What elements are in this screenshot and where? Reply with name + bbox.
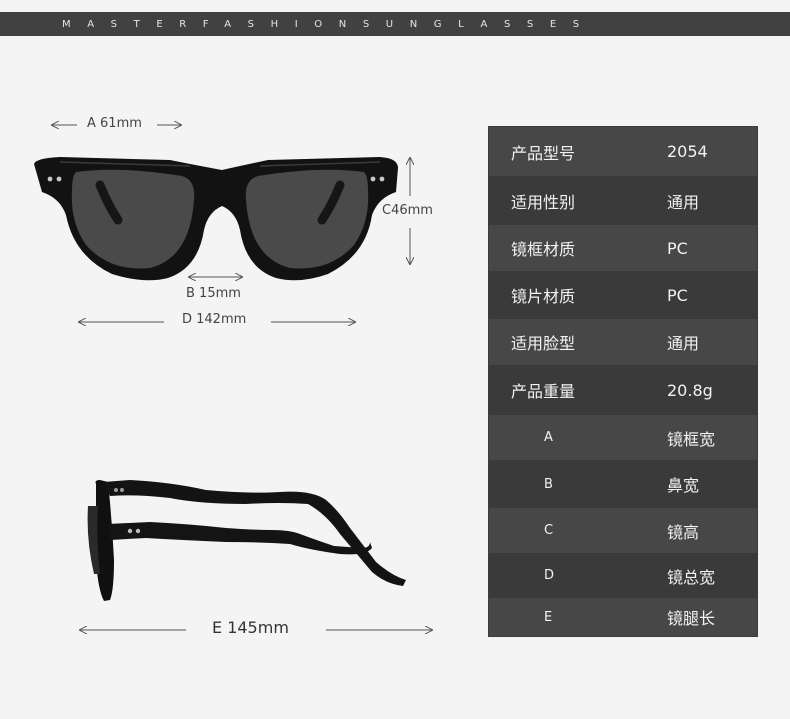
spec-value: 鼻宽	[667, 476, 700, 495]
dimension-c-label: C46mm	[382, 203, 433, 218]
spec-key: E	[544, 609, 553, 625]
spec-row-c: C 镜高	[489, 508, 757, 553]
side-view-glasses	[87, 480, 406, 601]
spec-value: 镜高	[667, 522, 700, 542]
spec-value: 镜框宽	[667, 429, 716, 449]
spec-key: 产品型号	[511, 143, 576, 163]
spec-value: 镜总宽	[667, 567, 716, 587]
dimension-b-label: B 15mm	[186, 286, 241, 301]
spec-row-d: D 镜总宽	[489, 553, 757, 598]
front-view-glasses	[34, 157, 398, 281]
spec-key: 产品重量	[511, 382, 576, 401]
spec-row-e: E 镜腿长	[489, 598, 757, 636]
spec-key: C	[544, 523, 554, 538]
spec-row-gender: 适用性别 通用	[489, 176, 757, 225]
spec-value: PC	[667, 238, 688, 258]
spec-key: 镜片材质	[511, 287, 576, 306]
spec-row-weight: 产品重量 20.8g	[489, 365, 757, 415]
spec-key: D	[544, 568, 555, 583]
dimension-a-label: A 61mm	[87, 116, 142, 131]
spec-row-lens-material: 镜片材质 PC	[489, 271, 757, 319]
spec-value: 20.8g	[667, 380, 713, 400]
brand-header-bar: MASTERFASHIONSUNGLASSES	[0, 12, 790, 36]
spec-row-face-shape: 适用脸型 通用	[489, 319, 757, 365]
spec-table: 产品型号 2054 适用性别 通用 镜框材质 PC 镜片材质 PC 适用脸型 通…	[489, 127, 757, 636]
spec-row-frame-material: 镜框材质 PC	[489, 225, 757, 271]
spec-key: 镜框材质	[511, 240, 576, 259]
dimension-e-label: E 145mm	[212, 618, 289, 637]
spec-key: 适用脸型	[511, 334, 576, 353]
spec-value: 通用	[667, 334, 700, 353]
spec-value: 通用	[667, 192, 700, 212]
spec-row-model: 产品型号 2054	[489, 127, 757, 176]
spec-key: 适用性别	[511, 192, 576, 212]
spec-row-b: B 鼻宽	[489, 460, 757, 508]
spec-key: B	[544, 476, 553, 492]
spec-value: 2054	[667, 142, 708, 161]
spec-row-a: A 镜框宽	[489, 415, 757, 460]
dimension-d-label: D 142mm	[182, 312, 247, 327]
spec-value: PC	[667, 285, 688, 305]
spec-value: 镜腿长	[667, 609, 716, 628]
spec-key: A	[544, 430, 553, 445]
dimension-arrows-front	[52, 125, 410, 322]
brand-text: MASTERFASHIONSUNGLASSES	[62, 18, 596, 30]
